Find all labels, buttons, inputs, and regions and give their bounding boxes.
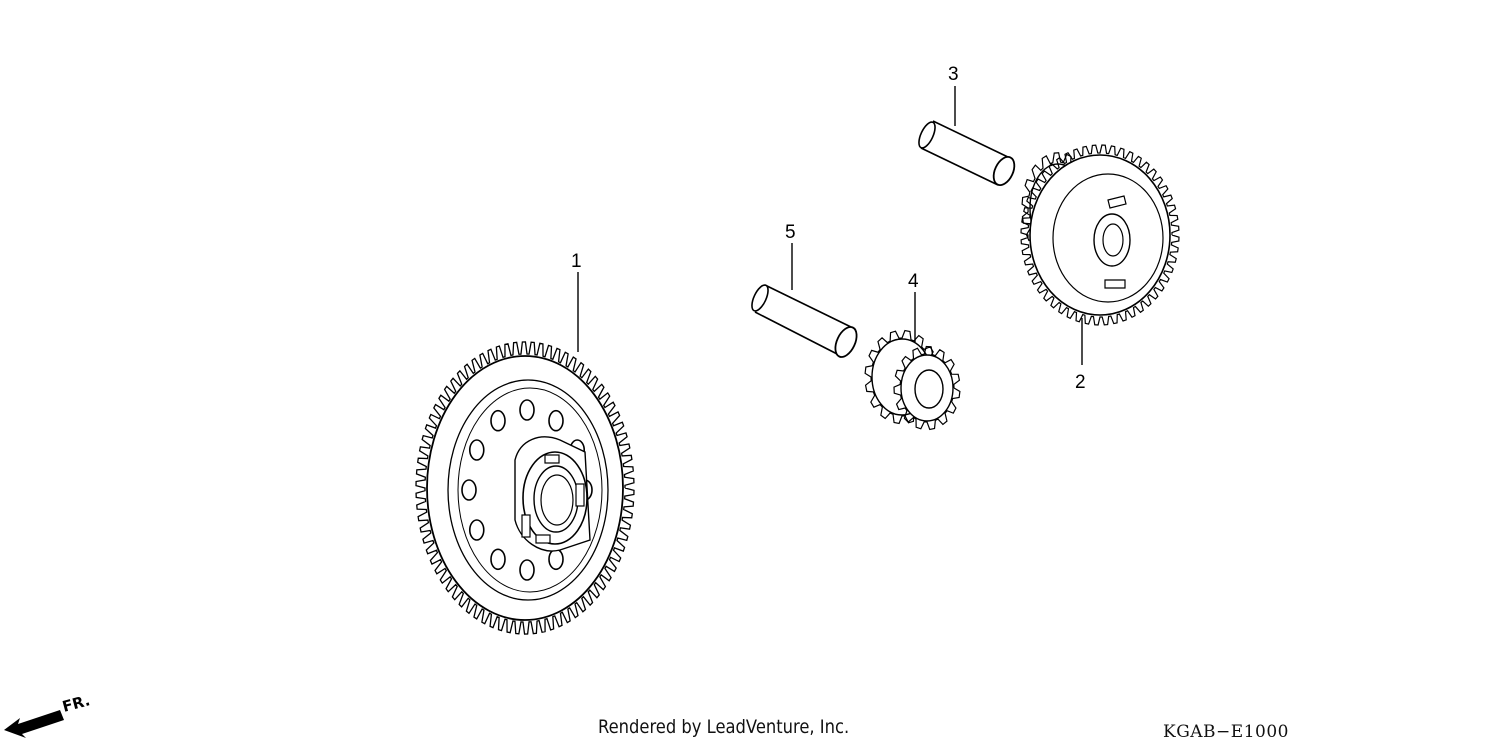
callout-5: 5 <box>785 222 796 243</box>
gear-hole <box>548 548 564 571</box>
gear-teeth <box>893 345 961 431</box>
front-label: FR. <box>60 694 91 716</box>
callout-4: 4 <box>908 271 919 292</box>
part-4-small-gear[interactable] <box>864 329 961 431</box>
gear-teeth <box>415 341 635 635</box>
callout-1: 1 <box>571 251 582 272</box>
part-3-pin[interactable] <box>916 120 1019 189</box>
gear-teeth <box>1020 144 1180 326</box>
gear-hole <box>461 479 477 501</box>
part-2-double-gear[interactable] <box>1020 144 1180 326</box>
render-credit: Rendered by LeadVenture, Inc. <box>598 716 850 738</box>
front-direction-marker: FR. <box>4 694 92 738</box>
part-5-pin[interactable] <box>749 283 861 361</box>
gear-hole <box>519 559 535 581</box>
leader-lines <box>577 86 1083 365</box>
callout-3: 3 <box>948 64 959 85</box>
gear-hole <box>468 519 485 541</box>
gear-hole <box>548 409 564 432</box>
diagram-code: KGAB−E1000 <box>1163 722 1289 742</box>
gear-hole <box>490 548 506 571</box>
front-arrow-icon <box>4 710 64 738</box>
gear-hole <box>490 409 506 432</box>
gear-hole <box>519 399 535 421</box>
gear-hole <box>468 439 485 461</box>
part-1-large-gear[interactable] <box>415 341 635 635</box>
callout-2: 2 <box>1075 372 1086 393</box>
